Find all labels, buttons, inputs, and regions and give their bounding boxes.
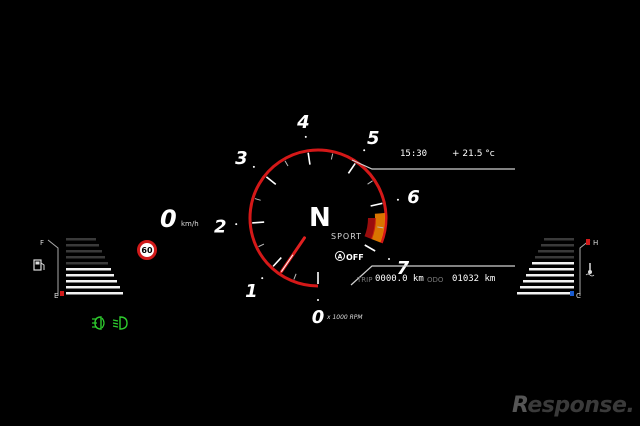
drive-mode-label: SPORT bbox=[331, 232, 363, 241]
fuel-gauge: FE bbox=[40, 238, 123, 300]
speed-unit: km/h bbox=[181, 220, 199, 228]
tach-minor-tick bbox=[254, 198, 261, 201]
tach-minor-tick bbox=[284, 160, 289, 167]
tach-major-tick bbox=[347, 163, 356, 174]
tach-label: 2 bbox=[214, 216, 227, 237]
tach-label-dot bbox=[317, 299, 319, 301]
coolant-bar bbox=[544, 238, 574, 241]
tach-minor-tick bbox=[293, 273, 297, 280]
tach-label-dot bbox=[235, 223, 238, 226]
coolant-cold-mark bbox=[570, 291, 574, 296]
tach-label: 4 bbox=[296, 112, 310, 133]
coolant-bar bbox=[535, 256, 574, 259]
tach-needle-highlight bbox=[280, 254, 294, 272]
tach-minor-tick bbox=[367, 180, 373, 185]
tach-label: 7 bbox=[397, 258, 410, 279]
fuel-pump-icon bbox=[33, 259, 45, 271]
tach-major-tick bbox=[370, 202, 383, 207]
gear-indicator: N bbox=[309, 203, 331, 233]
speed-value: 0 bbox=[160, 205, 177, 233]
trip-value: 0000.0 km bbox=[375, 274, 424, 284]
rpm-unit: x 1000 RPM bbox=[327, 314, 363, 321]
coolant-bar bbox=[541, 244, 574, 247]
coolant-bar bbox=[520, 286, 574, 289]
tach-label-dot bbox=[388, 258, 391, 260]
tach-minor-tick bbox=[377, 226, 384, 229]
tach-label: 0 bbox=[312, 307, 325, 328]
tach-major-tick bbox=[272, 257, 282, 267]
fuel-bar bbox=[66, 268, 111, 271]
coolant-hot-mark bbox=[586, 239, 590, 245]
coolant-bar bbox=[526, 274, 574, 277]
info-divider-bottom bbox=[350, 265, 515, 286]
fuel-bar bbox=[66, 292, 123, 295]
speed-limit-sign: 60 bbox=[137, 240, 157, 260]
fuel-bar bbox=[66, 238, 96, 241]
coolant-hot-label: H bbox=[593, 239, 598, 247]
tach-label-dot bbox=[304, 135, 307, 138]
front-fog-light-icon bbox=[92, 316, 105, 330]
auto-stop-status: OFF bbox=[346, 253, 364, 262]
tach-ring bbox=[248, 148, 388, 288]
fuel-empty-label: E bbox=[54, 292, 58, 300]
tach-minor-tick bbox=[258, 243, 265, 248]
fuel-low-mark bbox=[60, 291, 64, 296]
coolant-temp-icon bbox=[585, 263, 595, 277]
coolant-bar bbox=[523, 280, 574, 283]
coolant-scale-line bbox=[579, 239, 591, 296]
tach-label: 1 bbox=[245, 281, 258, 302]
tach-major-tick bbox=[364, 244, 376, 252]
svg-text:A: A bbox=[338, 254, 343, 261]
fuel-bar bbox=[66, 262, 108, 265]
fuel-bar bbox=[66, 244, 99, 247]
tachometer: 0 1 2 3 4 5 6 7 bbox=[214, 112, 420, 328]
redline-zone-inner bbox=[364, 217, 376, 240]
tach-label: 6 bbox=[407, 187, 420, 208]
coolant-bar bbox=[532, 262, 574, 265]
auto-start-stop-icon: A bbox=[335, 251, 345, 261]
tach-label-dot bbox=[396, 198, 399, 201]
tach-major-tick bbox=[265, 176, 277, 185]
tach-major-tick bbox=[307, 152, 311, 165]
fuel-bar bbox=[66, 256, 105, 259]
fuel-bar bbox=[66, 286, 120, 289]
tach-minor-tick bbox=[330, 153, 334, 160]
trip-label: TRIP bbox=[357, 276, 373, 284]
clock: 15:30 bbox=[400, 149, 428, 159]
coolant-bar bbox=[529, 268, 574, 271]
tach-label-dot bbox=[363, 149, 366, 152]
info-divider-top bbox=[351, 159, 515, 170]
tach-major-tick bbox=[252, 221, 265, 224]
fuel-bar bbox=[66, 280, 117, 283]
fuel-bar bbox=[66, 250, 102, 253]
low-beam-icon bbox=[112, 316, 128, 330]
fuel-bar bbox=[66, 274, 114, 277]
coolant-cold-label: C bbox=[576, 292, 581, 300]
tach-label: 3 bbox=[235, 148, 248, 169]
coolant-bar bbox=[538, 250, 574, 253]
coolant-bar bbox=[517, 292, 574, 295]
tach-label-dot bbox=[261, 277, 264, 280]
coolant-gauge: HC bbox=[517, 238, 598, 300]
odometer-label: ODO bbox=[427, 276, 444, 284]
outside-temperature: + 21.5 °c bbox=[452, 149, 495, 159]
tach-label: 5 bbox=[367, 128, 380, 149]
tach-label-dot bbox=[252, 165, 255, 168]
fuel-scale-line bbox=[47, 239, 59, 296]
watermark-logo: Response. bbox=[512, 393, 635, 418]
fuel-full-label: F bbox=[40, 239, 44, 247]
odometer-value: 01032 km bbox=[452, 274, 496, 284]
